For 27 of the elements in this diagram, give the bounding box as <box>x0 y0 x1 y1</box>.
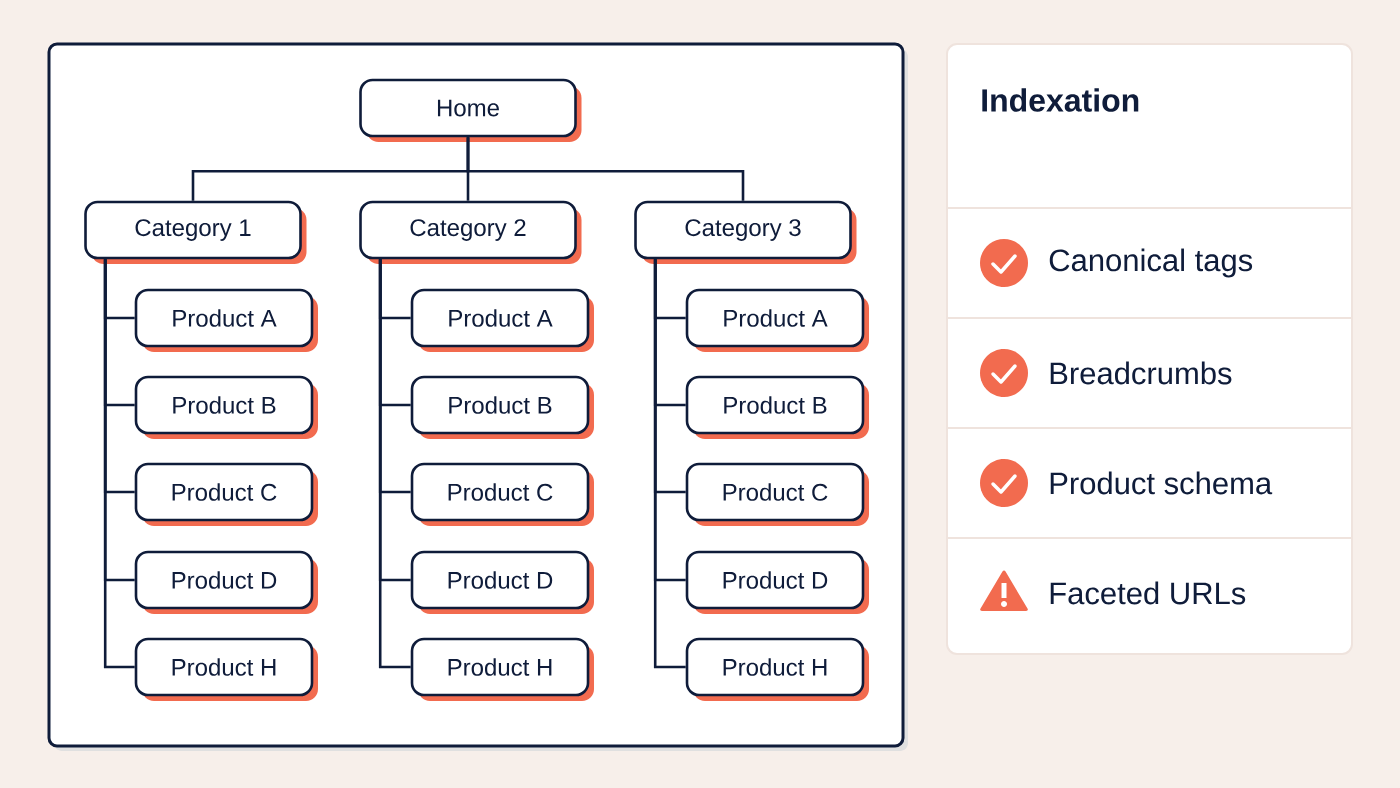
checklist-row: Faceted URLs <box>1050 581 1246 605</box>
product-box: Product D <box>685 550 869 614</box>
product-box: Product B <box>134 375 318 439</box>
checklist-row: Breadcrumbs <box>1050 361 1232 385</box>
product-box: Product A <box>685 288 869 352</box>
connector-line <box>653 259 686 669</box>
root-box: Home <box>359 78 582 142</box>
product-box: Product C <box>685 462 869 526</box>
product-box: Product D <box>410 550 594 614</box>
product-box: Product H <box>134 637 318 701</box>
connector-line <box>466 137 745 201</box>
product-box: Product H <box>685 637 869 701</box>
product-box: Product A <box>410 288 594 352</box>
category-box: Category 3 <box>634 200 857 264</box>
product-box: Product H <box>410 637 594 701</box>
product-box: Product C <box>410 462 594 526</box>
product-box: Product A <box>134 288 318 352</box>
product-box: Product C <box>134 462 318 526</box>
checklist-row: Product schema <box>1050 471 1273 495</box>
category-box: Category 2 <box>359 200 582 264</box>
checklist-row: Canonical tags <box>1049 248 1253 278</box>
product-box: Product B <box>410 375 594 439</box>
product-box: Product D <box>134 550 318 614</box>
product-box: Product B <box>685 375 869 439</box>
category-box: Category 1 <box>84 200 307 264</box>
connector-line <box>378 259 411 669</box>
connector-line <box>103 259 135 669</box>
